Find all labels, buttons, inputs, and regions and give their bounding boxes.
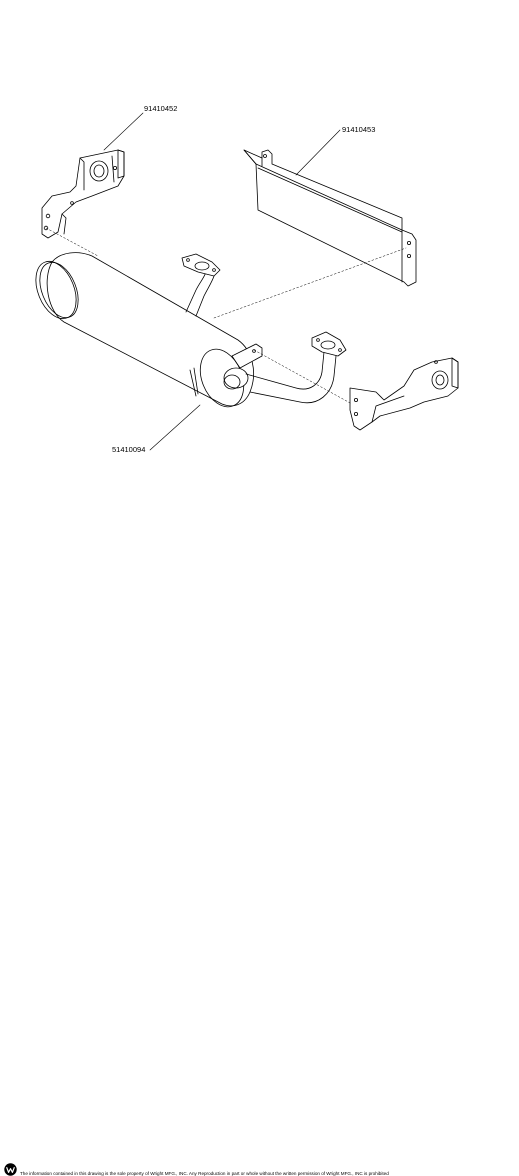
wright-logo-icon [4, 1163, 17, 1176]
left-bracket-part [41, 149, 125, 239]
footer-disclaimer: The information contained in this drawin… [20, 1171, 389, 1176]
heat-shield-part [243, 149, 417, 287]
exploded-parts-diagram: 91410452 91410453 51410094 [35, 104, 459, 454]
leader-lines [103, 112, 341, 451]
assembly-guide-lines [45, 227, 407, 405]
footer: The information contained in this drawin… [0, 580, 519, 1176]
right-bracket-part [349, 357, 459, 431]
part-label-muffler: 51410094 [112, 445, 145, 454]
part-label-heat-shield: 91410453 [342, 125, 375, 134]
muffler-part [35, 252, 347, 408]
part-label-bracket: 91410452 [144, 104, 177, 113]
